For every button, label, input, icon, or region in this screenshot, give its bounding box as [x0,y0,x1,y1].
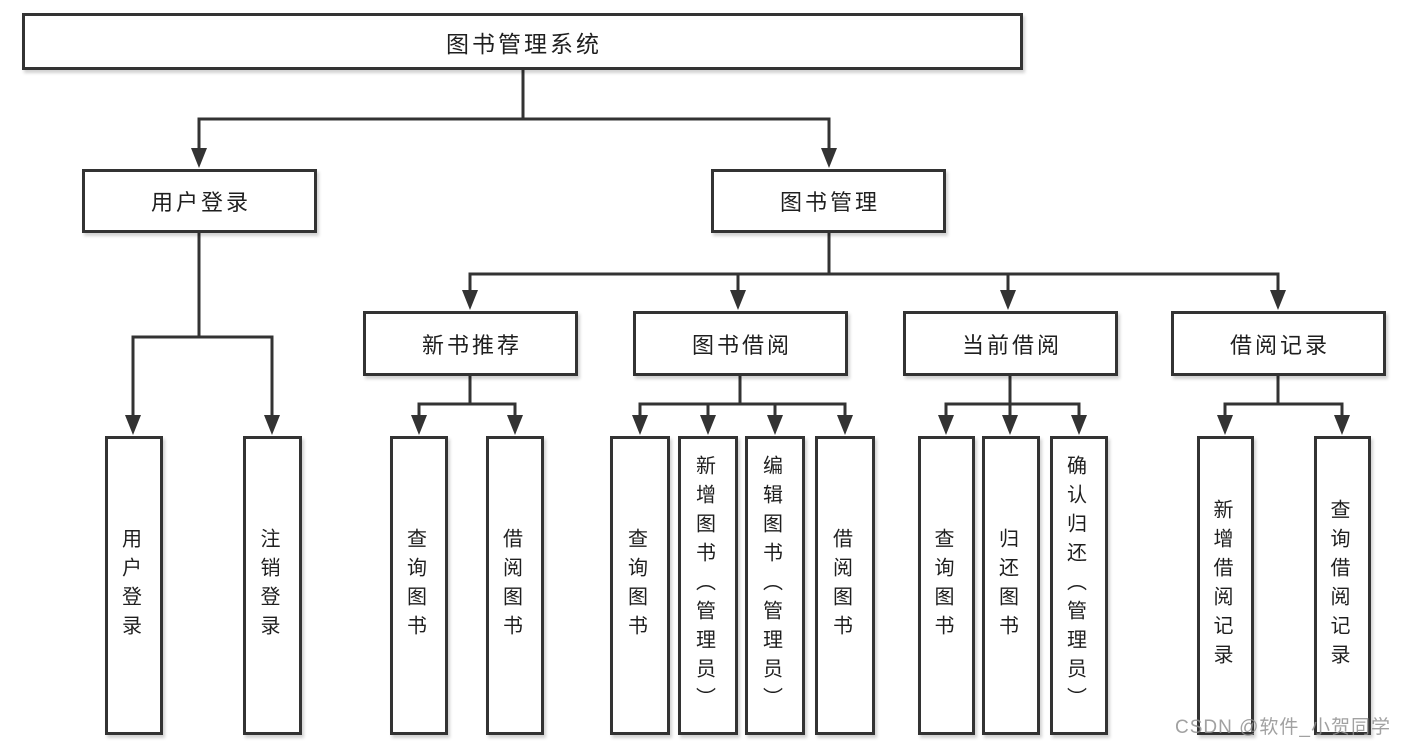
leaf-edit-book-admin: 编辑图书（管理员） [745,436,805,735]
leaf-query-books-3: 查询图书 [918,436,975,735]
node-book-borrowing-label: 图书借阅 [691,332,792,358]
node-new-book-recommend: 新书推荐 [363,311,578,376]
node-user-login: 用户登录 [82,169,317,233]
leaf-logout-label: 注销登录 [257,527,279,644]
leaf-query-books-1: 查询图书 [390,436,448,735]
leaf-query-borrow-record: 查询借阅记录 [1314,436,1371,735]
leaf-borrow-books-1-label: 借阅图书 [499,527,522,644]
leaf-user-login-label: 用户登录 [118,527,141,644]
leaf-return-books: 归还图书 [982,436,1040,735]
leaf-confirm-return-admin-label: 确认归还（管理员） [1063,455,1086,716]
leaf-return-books-label: 归还图书 [995,527,1018,644]
node-root-label: 图书管理系统 [446,30,602,57]
leaf-edit-book-admin-label: 编辑图书（管理员） [759,455,782,716]
node-borrowing-records: 借阅记录 [1171,311,1386,376]
node-book-management: 图书管理 [711,169,946,233]
node-book-management-label: 图书管理 [779,190,880,215]
watermark: CSDN @软件_小贺同学 [1175,717,1391,738]
leaf-add-borrow-record: 新增借阅记录 [1197,436,1254,735]
leaf-add-book-admin-label: 新增图书（管理员） [692,455,715,716]
leaf-logout: 注销登录 [243,436,302,735]
node-current-borrowing: 当前借阅 [903,311,1118,376]
leaf-add-book-admin: 新增图书（管理员） [678,436,738,735]
node-current-borrowing-label: 当前借阅 [961,332,1062,358]
leaf-user-login: 用户登录 [105,436,163,735]
leaf-confirm-return-admin: 确认归还（管理员） [1050,436,1108,735]
node-user-login-label: 用户登录 [150,190,251,215]
leaf-query-books-2: 查询图书 [610,436,670,735]
node-root: 图书管理系统 [22,13,1023,70]
leaf-borrow-books-2-label: 借阅图书 [829,527,852,644]
leaf-add-borrow-record-label: 新增借阅记录 [1210,498,1232,673]
node-new-book-recommend-label: 新书推荐 [421,332,522,358]
leaf-query-borrow-record-label: 查询借阅记录 [1327,498,1349,673]
leaf-query-books-1-label: 查询图书 [403,527,426,644]
leaf-query-books-3-label: 查询图书 [931,527,953,644]
leaf-query-books-2-label: 查询图书 [624,527,647,644]
leaf-borrow-books-2: 借阅图书 [815,436,875,735]
leaf-borrow-books-1: 借阅图书 [486,436,544,735]
node-book-borrowing: 图书借阅 [633,311,848,376]
node-borrowing-records-label: 借阅记录 [1229,332,1330,358]
